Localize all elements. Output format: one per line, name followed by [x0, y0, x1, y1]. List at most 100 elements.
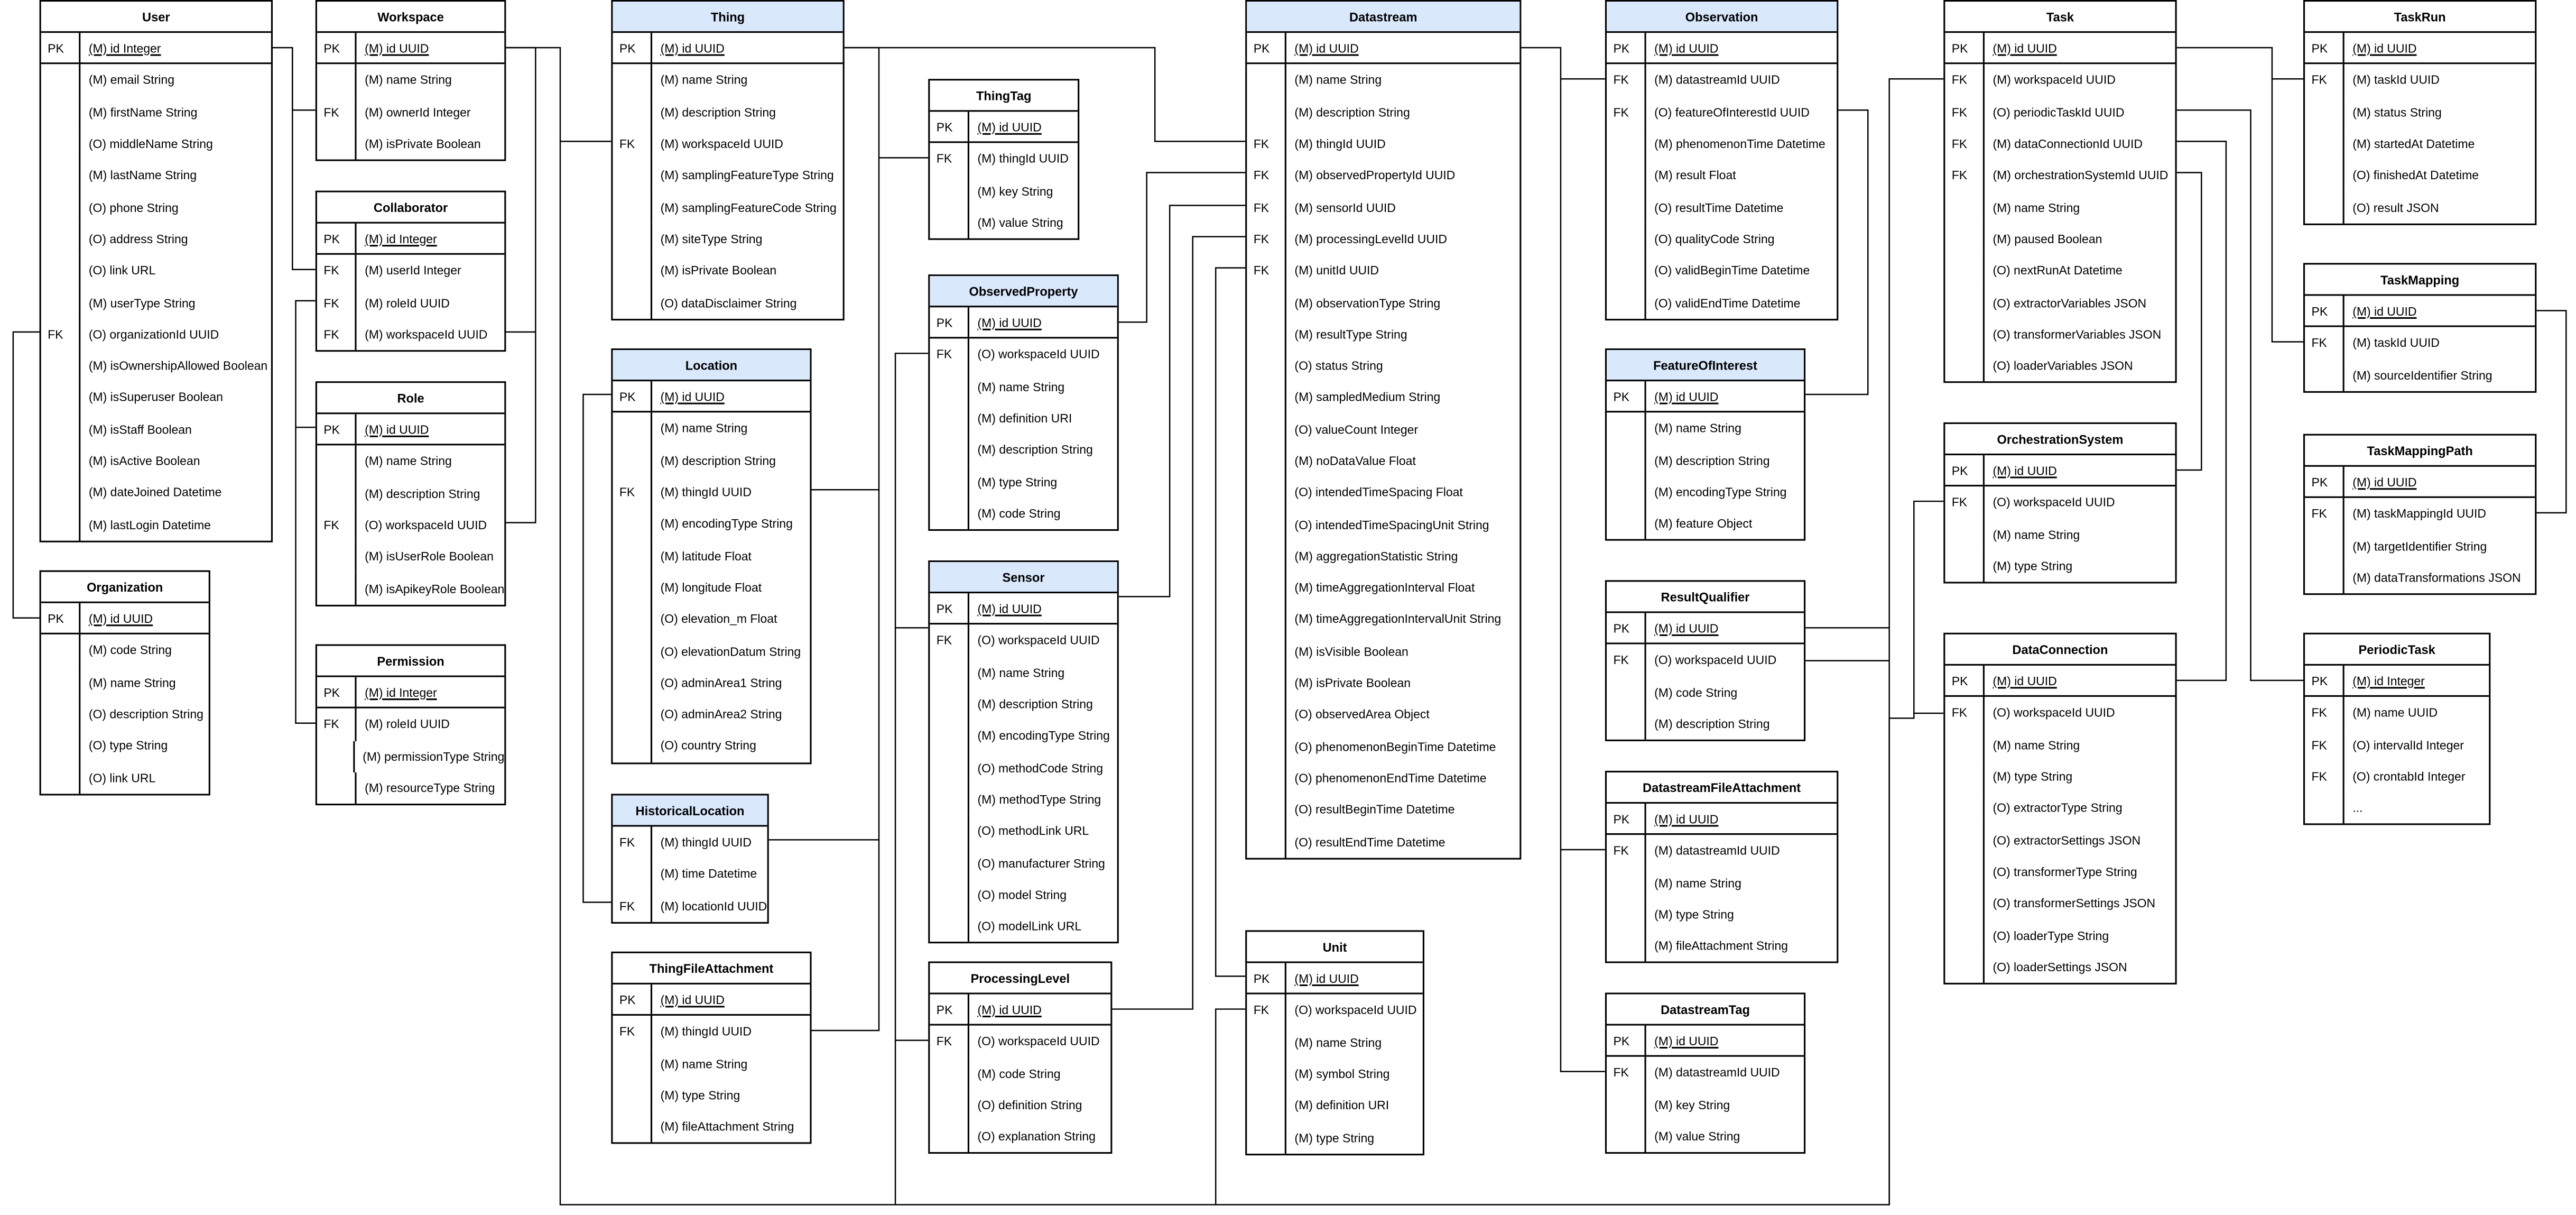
attribute-row[interactable]: (M) isPrivate Boolean: [1247, 667, 1519, 699]
attribute-row[interactable]: (M) name String: [1247, 1026, 1423, 1058]
attribute-row[interactable]: FK(O) workspaceId UUID: [317, 509, 504, 541]
attribute-row[interactable]: (O) modelLink URL: [930, 910, 1117, 942]
attribute-row[interactable]: (O) loaderVariables JSON: [1945, 349, 2175, 382]
attribute-row[interactable]: (O) methodLink URL: [930, 815, 1117, 847]
attribute-row[interactable]: (M) samplingFeatureCode String: [613, 191, 842, 224]
attribute-row[interactable]: FK(M) locationId UUID: [613, 890, 767, 922]
attribute-row[interactable]: FK(O) workspaceId UUID: [1607, 645, 1804, 677]
attribute-row[interactable]: FK(M) datastreamId UUID: [1607, 835, 1837, 867]
attribute-row[interactable]: (M) encodingType String: [1607, 476, 1804, 509]
attribute-row[interactable]: FK(M) workspaceId UUID: [1945, 65, 2175, 97]
attribute-row[interactable]: (M) samplingFeatureType String: [613, 160, 842, 192]
attribute-row[interactable]: FK(M) thingId UUID: [613, 826, 767, 859]
attribute-row[interactable]: PK(M) id UUID: [1945, 665, 2175, 697]
attribute-row[interactable]: (M) latitude Float: [613, 540, 810, 572]
attribute-row[interactable]: (M) code String: [1607, 676, 1804, 708]
attribute-row[interactable]: (M) feature Object: [1607, 508, 1804, 540]
attribute-row[interactable]: (O) extractorSettings JSON: [1945, 824, 2175, 856]
attribute-row[interactable]: PK(M) id UUID: [1945, 33, 2175, 65]
attribute-row[interactable]: (M) name String: [1945, 518, 2175, 550]
attribute-row[interactable]: (O) validEndTime Datetime: [1607, 287, 1837, 319]
attribute-row[interactable]: (O) elevation_m Float: [613, 603, 810, 636]
attribute-row[interactable]: (M) resultType String: [1247, 318, 1519, 350]
attribute-row[interactable]: PK(M) id UUID: [930, 994, 1111, 1026]
attribute-row[interactable]: PK(M) id UUID: [613, 381, 810, 413]
attribute-row[interactable]: FK(O) featureOfInterestId UUID: [1607, 96, 1837, 128]
attribute-row[interactable]: (M) name String: [317, 65, 504, 97]
attribute-row[interactable]: FK(M) thingId UUID: [613, 1016, 810, 1048]
attribute-row[interactable]: (O) adminArea1 String: [613, 666, 810, 698]
attribute-row[interactable]: (M) name String: [1945, 191, 2175, 224]
attribute-row[interactable]: FK(M) dataConnectionId UUID: [1945, 128, 2175, 160]
attribute-row[interactable]: (M) aggregationStatistic String: [1247, 540, 1519, 572]
attribute-row[interactable]: (O) extractorVariables JSON: [1945, 287, 2175, 319]
attribute-row[interactable]: (M) name String: [1945, 729, 2175, 761]
attribute-row[interactable]: PK(M) id UUID: [613, 984, 810, 1016]
attribute-row[interactable]: (M) definition URI: [1247, 1090, 1423, 1122]
attribute-row[interactable]: PK(M) id UUID: [1945, 455, 2175, 487]
attribute-row[interactable]: (M) fileAttachment String: [1607, 930, 1837, 962]
attribute-row[interactable]: PK(M) id UUID: [1607, 33, 1837, 65]
attribute-row[interactable]: PK(M) id UUID: [1607, 1025, 1804, 1057]
attribute-row[interactable]: (M) name String: [1607, 867, 1837, 899]
attribute-row[interactable]: (M) fileAttachment String: [613, 1111, 810, 1143]
attribute-row[interactable]: FK(O) workspaceId UUID: [930, 625, 1117, 657]
attribute-row[interactable]: (O) validBeginTime Datetime: [1607, 255, 1837, 287]
attribute-row[interactable]: PK(M) id UUID: [317, 414, 505, 446]
attribute-row[interactable]: (O) phone String: [41, 191, 271, 224]
attribute-row[interactable]: (M) type String: [613, 1079, 810, 1111]
attribute-row[interactable]: (M) type String: [1247, 1121, 1423, 1154]
attribute-row[interactable]: PK(M) id UUID: [1607, 804, 1837, 835]
attribute-row[interactable]: FK(M) unitId UUID: [1247, 255, 1519, 287]
attribute-row[interactable]: (M) isPrivate Boolean: [317, 128, 504, 160]
attribute-row[interactable]: (M) key String: [1607, 1089, 1804, 1121]
attribute-row[interactable]: (M) type String: [930, 466, 1117, 498]
attribute-row[interactable]: FK(M) thingId UUID: [613, 476, 810, 509]
attribute-row[interactable]: (M) firstName String: [41, 96, 271, 128]
attribute-row[interactable]: (M) name String: [613, 413, 810, 445]
attribute-row[interactable]: (O) result JSON: [2305, 191, 2535, 224]
attribute-row[interactable]: (O) description String: [41, 698, 209, 730]
attribute-row[interactable]: PK(M) id UUID: [613, 33, 843, 65]
attribute-row[interactable]: FK(M) processingLevelId UUID: [1247, 223, 1519, 255]
attribute-row[interactable]: (O) transformerSettings JSON: [1945, 887, 2175, 919]
attribute-row[interactable]: (M) sourceIdentifier String: [2305, 359, 2535, 391]
attribute-row[interactable]: (M) result Float: [1607, 160, 1837, 192]
attribute-row[interactable]: ...: [2305, 792, 2489, 824]
attribute-row[interactable]: PK(M) id Integer: [317, 223, 505, 255]
attribute-row[interactable]: FK(M) thingId UUID: [1247, 128, 1519, 160]
attribute-row[interactable]: (M) isApikeyRole Boolean: [317, 573, 504, 605]
attribute-row[interactable]: (O) link URL: [41, 761, 209, 794]
attribute-row[interactable]: (O) phenomenonBeginTime Datetime: [1247, 730, 1519, 762]
attribute-row[interactable]: (O) adminArea2 String: [613, 698, 810, 730]
attribute-row[interactable]: (O) observedArea Object: [1247, 698, 1519, 731]
attribute-row[interactable]: (M) type String: [1607, 898, 1837, 931]
attribute-row[interactable]: (M) paused Boolean: [1945, 223, 2175, 255]
attribute-row[interactable]: (M) value String: [930, 207, 1078, 239]
attribute-row[interactable]: (M) isUserRole Boolean: [317, 541, 504, 573]
attribute-row[interactable]: (M) isStaff Boolean: [41, 413, 271, 445]
attribute-row[interactable]: (M) name String: [1607, 413, 1804, 445]
attribute-row[interactable]: FK(M) datastreamId UUID: [1607, 65, 1837, 97]
attribute-row[interactable]: FK(O) workspaceId UUID: [930, 1026, 1110, 1058]
attribute-row[interactable]: PK(M) id Integer: [317, 677, 505, 709]
attribute-row[interactable]: FK(O) organizationId UUID: [41, 318, 271, 350]
attribute-row[interactable]: FK(O) intervalId Integer: [2305, 729, 2489, 761]
attribute-row[interactable]: (M) description String: [1607, 445, 1804, 477]
attribute-row[interactable]: FK(M) workspaceId UUID: [613, 128, 842, 160]
attribute-row[interactable]: (M) startedAt Datetime: [2305, 128, 2535, 160]
attribute-row[interactable]: FK(M) userId Integer: [317, 255, 504, 287]
